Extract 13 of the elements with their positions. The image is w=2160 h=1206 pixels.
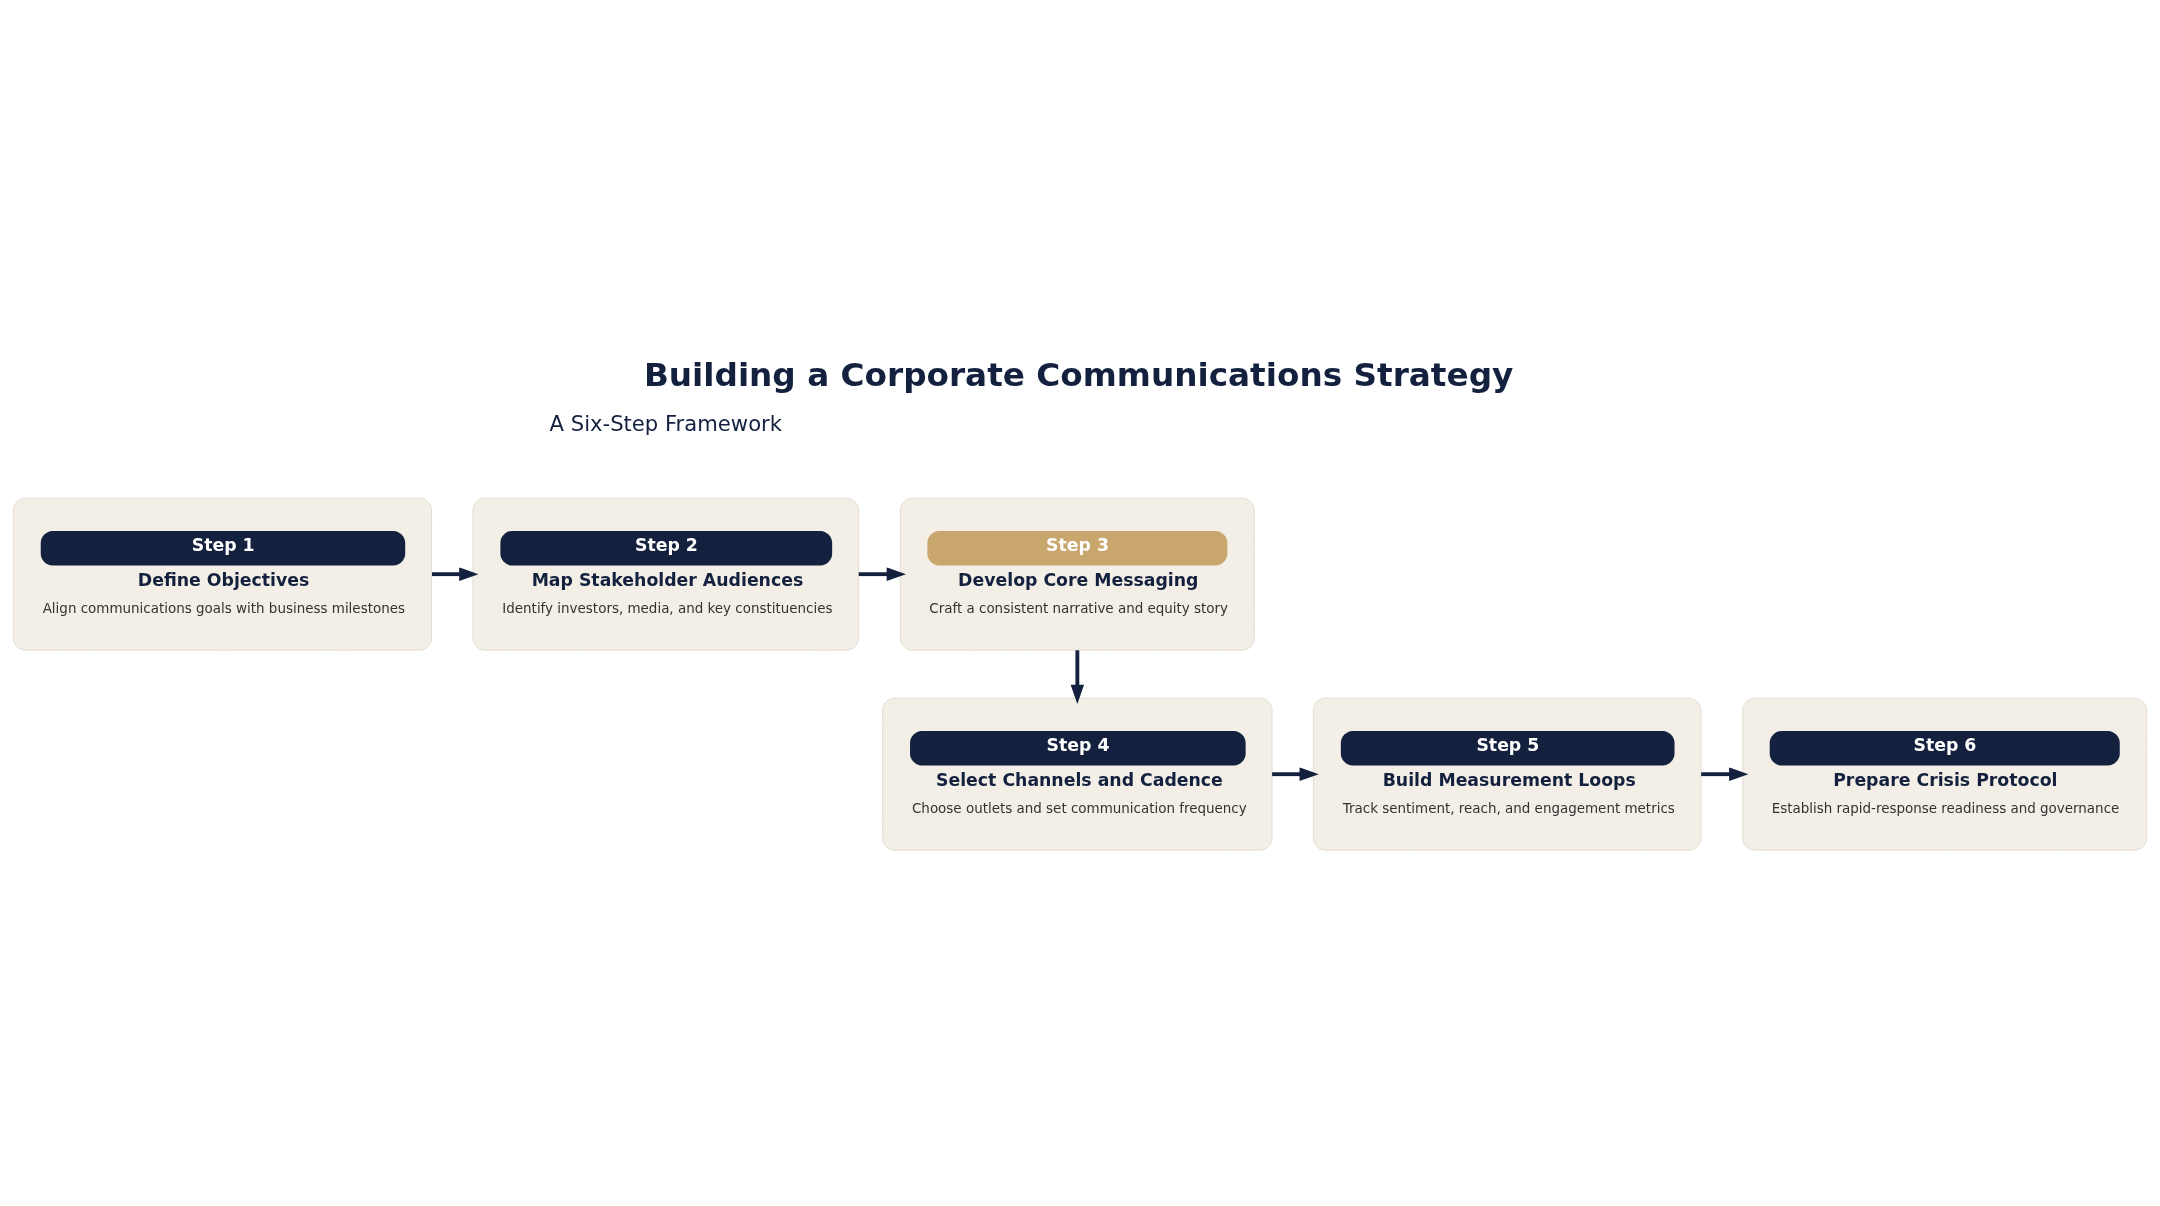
node-box: Step 2 Map Stakeholder Audiences Identify investors, media, and key constituencies bbox=[472, 497, 860, 651]
node-box: Step 5 Build Measurement Loops Track sentiment, reach, and engagement metrics bbox=[1312, 697, 1702, 851]
arrow bbox=[432, 566, 479, 581]
label: A Six-Step Framework bbox=[549, 410, 783, 436]
diagram-title: Building a Corporate Communications Strategy bbox=[643, 355, 1514, 394]
arrow bbox=[858, 566, 906, 581]
arrow bbox=[1272, 766, 1319, 781]
node-box: Step 6 Prepare Crisis Protocol Establish rapid-response readiness and governance bbox=[1742, 697, 2148, 851]
node-box: Step 3 Develop Core Messaging Craft a consistent narrative and equity story bbox=[899, 497, 1255, 651]
node-box: Step 4 Select Channels and Cadence Choose outlets and set communication frequency bbox=[882, 697, 1273, 851]
arrow bbox=[1701, 766, 1749, 781]
node-box: Step 1 Define Objectives Align communications goals with business milestones bbox=[12, 497, 433, 651]
arrow bbox=[1070, 649, 1085, 704]
